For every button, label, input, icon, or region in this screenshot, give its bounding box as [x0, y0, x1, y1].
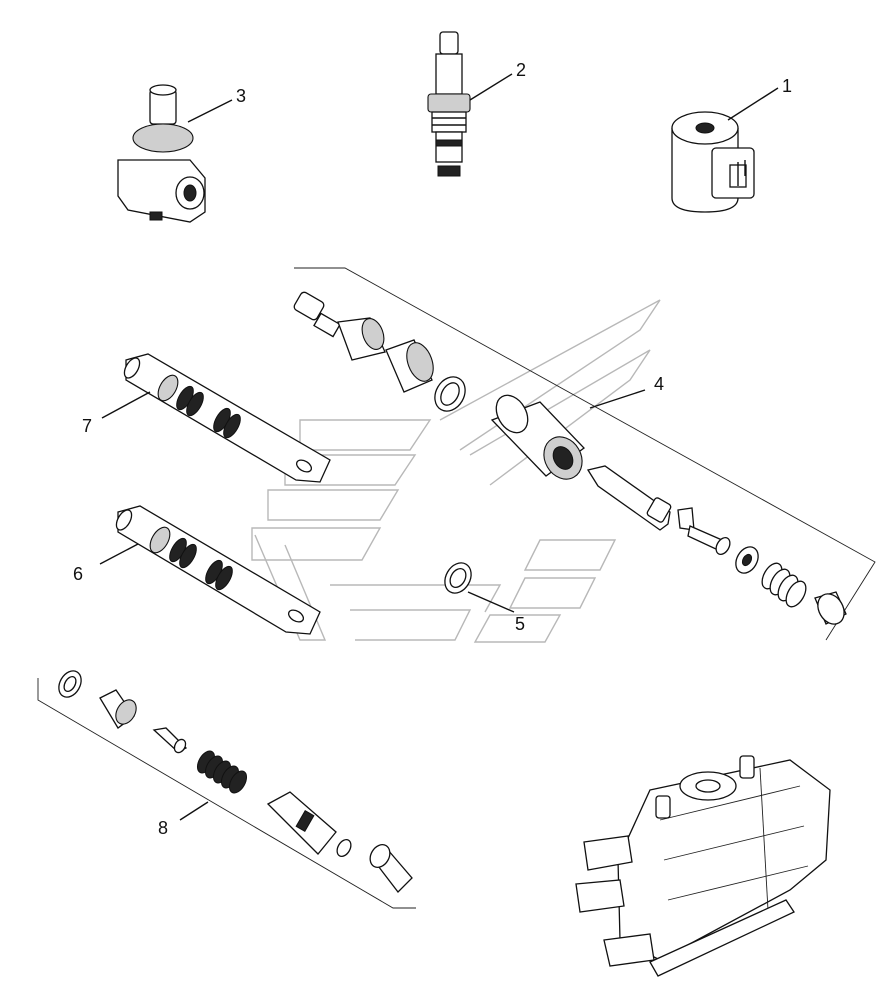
washer-icon: [735, 546, 759, 574]
spool-icon: [123, 353, 331, 483]
callout-3: 3: [236, 86, 246, 106]
valve-block-assembly-icon: [575, 755, 831, 977]
callout-4: 4: [654, 374, 664, 394]
solenoid-coil-icon: [671, 111, 755, 213]
spool-icon: [115, 505, 321, 635]
callout-2: 2: [516, 60, 526, 80]
callout-6: 6: [73, 564, 83, 584]
seal-ring-icon: [434, 376, 466, 412]
callout-1: 1: [782, 76, 792, 96]
nut-icon: [385, 339, 434, 393]
spring-icon: [761, 562, 807, 608]
valve-body-icon: [117, 84, 206, 223]
callout-5: 5: [515, 614, 525, 634]
o-ring-icon: [444, 562, 472, 594]
valve-stem-icon: [586, 465, 731, 556]
spool-sleeve-icon: [490, 394, 585, 480]
relief-valve-kit-icon: [58, 670, 413, 893]
assembly-group-outline-4: [294, 267, 876, 641]
cartridge-valve-icon: [427, 31, 471, 177]
plug-fitting-icon: [293, 291, 386, 361]
assembly-group-outline-8: [37, 678, 416, 909]
callout-7: 7: [82, 416, 92, 436]
end-cap-icon: [814, 591, 847, 625]
callout-8: 8: [158, 818, 168, 838]
watermark-logo: [251, 299, 661, 643]
leader-lines: [99, 73, 779, 821]
